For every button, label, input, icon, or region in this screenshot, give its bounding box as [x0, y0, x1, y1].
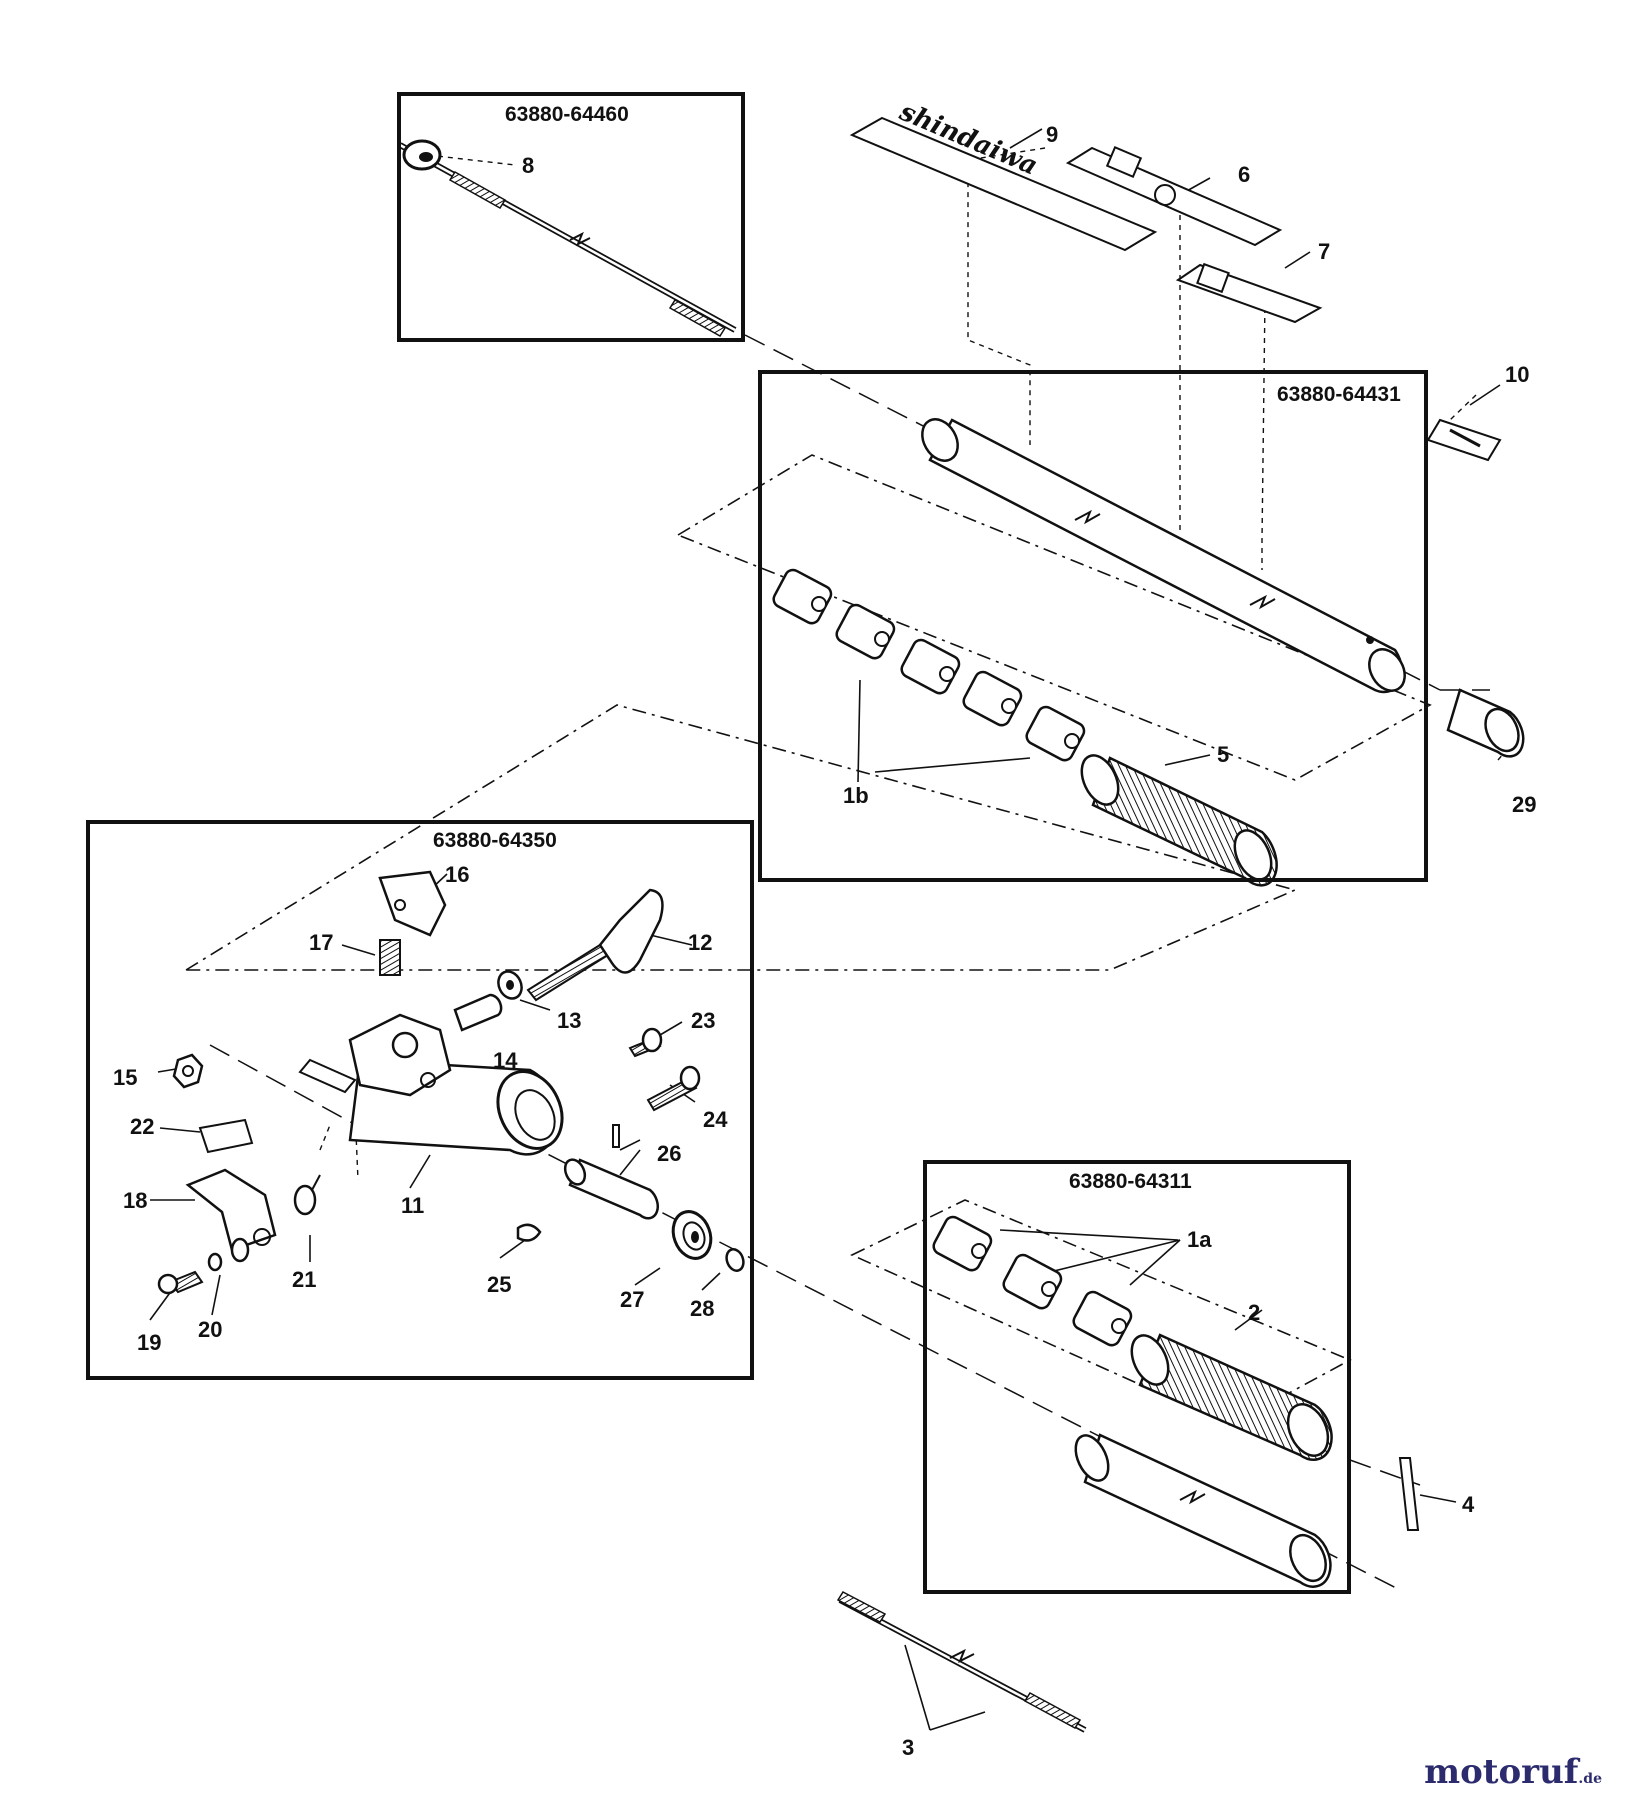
part-11-housing: [298, 1013, 564, 1156]
callout-11: 11: [401, 1193, 425, 1218]
part-20-lock-washer: [207, 1237, 250, 1272]
part-16-lever: [378, 870, 447, 937]
callout-17: 17: [309, 930, 334, 955]
part-23-screw: [628, 1027, 663, 1058]
part-2-grip: [1130, 1333, 1333, 1462]
callout-4: 4: [1462, 1492, 1475, 1517]
part-19-screw: [157, 1270, 204, 1295]
part-8-grommet: [402, 139, 442, 171]
part-15-nut: [172, 1053, 204, 1089]
callout-26: 26: [657, 1141, 682, 1166]
assembly-box-head: [86, 820, 754, 1380]
part-7-warning-decal: [1175, 262, 1323, 324]
part-14-pin: [453, 993, 503, 1032]
callout-7: 7: [1318, 239, 1331, 264]
part-21-spring-clip: [293, 1174, 321, 1216]
part-28-snap-ring: [725, 1248, 745, 1272]
callout-25: 25: [487, 1272, 512, 1297]
part-29-end-cap: [1446, 688, 1525, 758]
callout-21: 21: [292, 1267, 317, 1292]
part-22-pad: [198, 1118, 254, 1154]
assembly-number-head: 63880-64350: [433, 829, 557, 852]
drive-tube-upper: [921, 418, 1406, 694]
callout-22: 22: [130, 1114, 155, 1139]
callout-9: 9: [1046, 122, 1059, 147]
callout-20: 20: [198, 1317, 223, 1342]
callout-24: 24: [703, 1107, 728, 1132]
watermark-text: motoruf: [1424, 1752, 1579, 1792]
assembly-box-lower-tube: [923, 1160, 1351, 1594]
watermark-logo: motoruf.de: [1424, 1752, 1602, 1792]
output-shaft: [563, 1158, 660, 1220]
callout-13: 13: [557, 1008, 582, 1033]
part-17-spring: [379, 939, 401, 976]
assembly-number-lower-tube: 63880-64311: [1069, 1170, 1192, 1193]
assembly-number-shaft: 63880-64460: [505, 103, 629, 126]
callout-3: 3: [902, 1735, 915, 1760]
callout-6: 6: [1238, 162, 1251, 187]
part-1b-bushings: [772, 568, 1086, 762]
assembly-box-shaft: [397, 92, 745, 342]
part-24-bolt: [646, 1065, 701, 1112]
callout-14: 14: [493, 1048, 518, 1073]
callout-29: 29: [1512, 792, 1537, 817]
part-10-label: [1426, 418, 1502, 462]
part-18-bracket: [185, 1168, 277, 1252]
part-27-bearing: [671, 1210, 713, 1260]
part-6-warning-decal: [1065, 146, 1283, 247]
flexible-shaft-upper: [398, 142, 737, 338]
part-4-label-strip: [1398, 1457, 1420, 1531]
callout-8: 8: [522, 153, 535, 178]
callout-1b: 1b: [843, 783, 869, 808]
callout-1a: 1a: [1187, 1227, 1212, 1252]
part-3-flexible-shaft: [836, 1591, 1087, 1733]
callout-27: 27: [620, 1287, 645, 1312]
callout-12: 12: [688, 930, 713, 955]
assembly-box-upper-tube: [758, 370, 1428, 882]
watermark-suffix: .de: [1578, 1771, 1602, 1787]
callout-19: 19: [137, 1330, 162, 1355]
callout-2: 2: [1248, 1300, 1261, 1325]
part-12-knob-bolt: [526, 888, 664, 1002]
dash-outline-tube: [676, 454, 1432, 781]
part-13-washer: [497, 970, 523, 1000]
drive-tube-lower: [1074, 1433, 1332, 1588]
dash-outline-head: [183, 704, 1298, 971]
callout-15: 15: [113, 1065, 138, 1090]
callout-16: 16: [445, 862, 470, 887]
part-25-clip: [516, 1223, 542, 1242]
assembly-number-upper-tube: 63880-64431: [1277, 383, 1401, 406]
part-1a-bushings: [932, 1215, 1133, 1347]
callout-10: 10: [1505, 362, 1530, 387]
callout-23: 23: [691, 1008, 716, 1033]
callout-18: 18: [123, 1188, 148, 1213]
callout-5: 5: [1217, 742, 1230, 767]
part-26-key: [612, 1124, 620, 1148]
callout-28: 28: [690, 1296, 715, 1321]
